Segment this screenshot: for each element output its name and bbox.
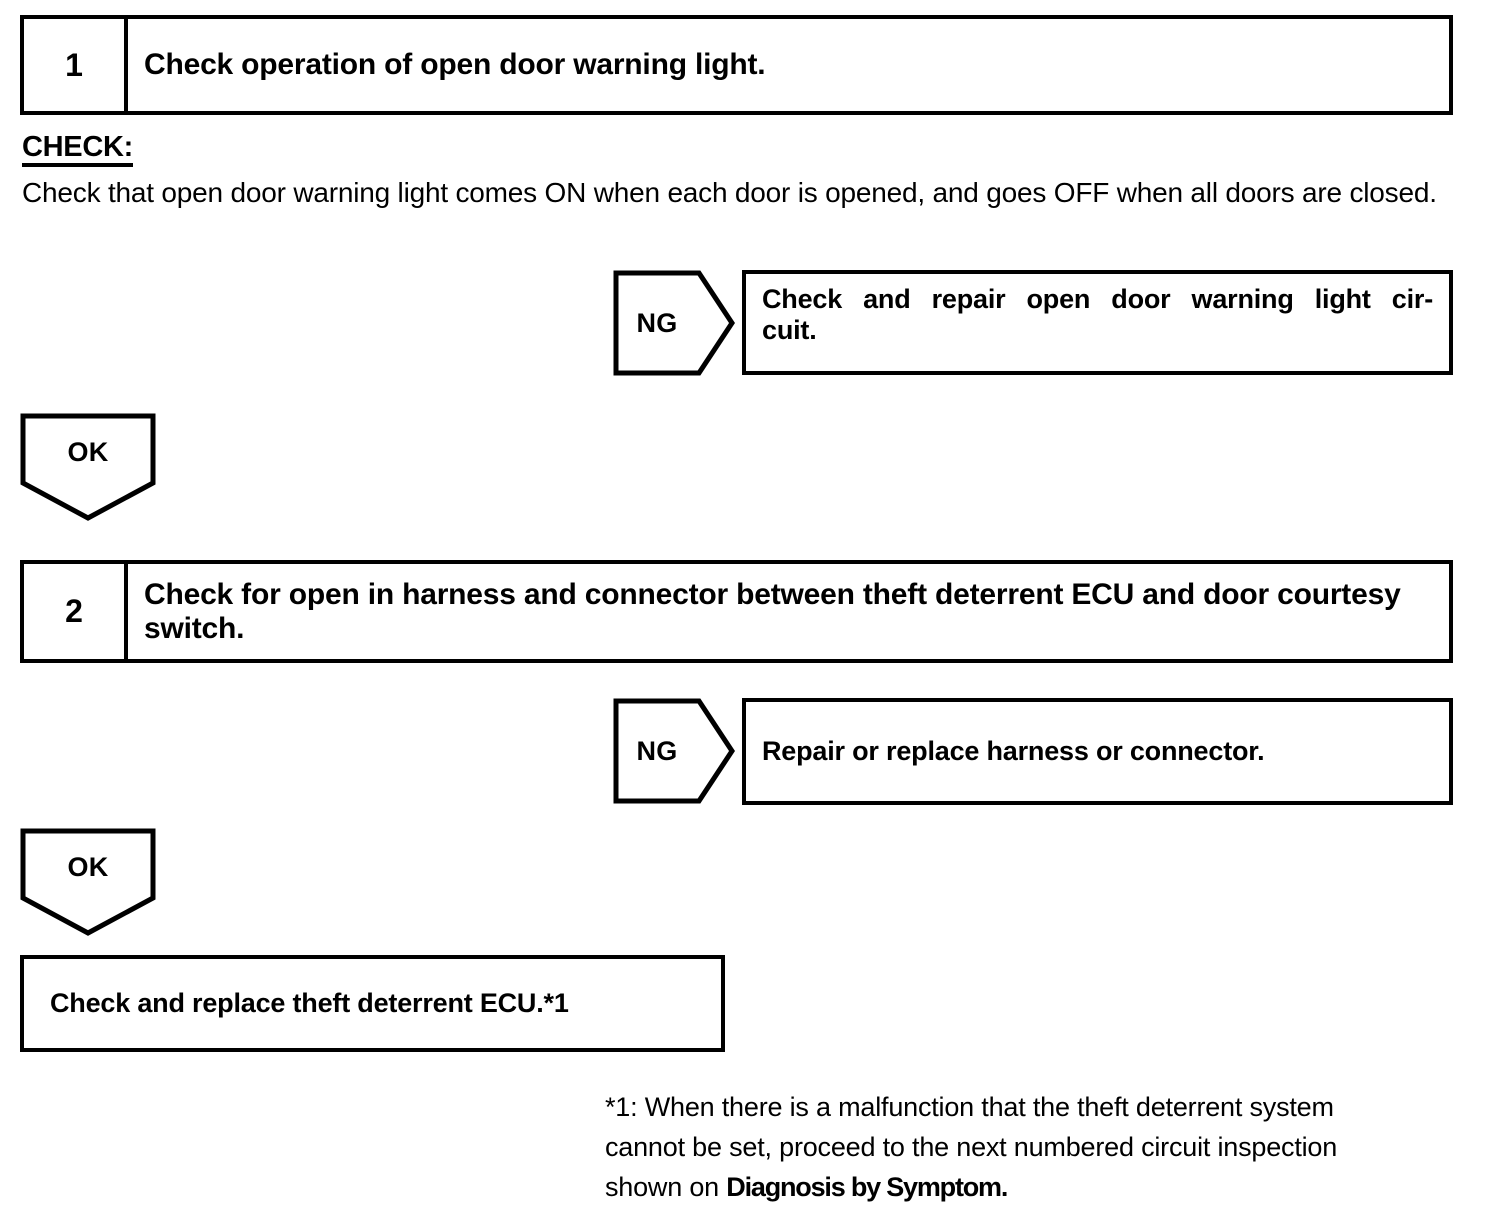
footnote-line-3-prefix: shown on xyxy=(605,1171,727,1202)
step-2-number: 2 xyxy=(24,564,128,659)
step-2-title: Check for open in harness and connector … xyxy=(144,577,1401,645)
footnote-line-2: cannot be set, proceed to the next numbe… xyxy=(605,1131,1338,1162)
footnote-line-1: *1: When there is a malfunction that the… xyxy=(605,1092,1334,1122)
step-1-title: Check operation of open door warning lig… xyxy=(144,48,766,82)
ng-arrow-1-label: NG xyxy=(636,307,678,338)
footnote: *1: When there is a malfunction that the… xyxy=(605,1088,1485,1208)
footnote-line-3: shown on Diagnosis by Symptom. xyxy=(605,1168,1485,1208)
conclusion-box[interactable]: Check and replace theft deterrent ECU.*1 xyxy=(20,955,725,1052)
ng-result-box-1[interactable]: Check and repair open door warning light… xyxy=(742,270,1453,375)
check-body-text: Check that open door warning light comes… xyxy=(22,177,1437,208)
check-heading: CHECK: xyxy=(22,133,133,167)
ng-result-box-2[interactable]: Repair or replace harness or connector. xyxy=(742,698,1453,805)
ng-arrow-1: NG xyxy=(613,270,735,376)
ng-result-1-line2: cuit. xyxy=(762,314,817,345)
ok-arrow-2-label: OK xyxy=(67,851,109,882)
footnote-reference-diagnosis-by-symptom: Diagnosis by Symptom. xyxy=(726,1171,1008,1202)
ng-arrow-2-label: NG xyxy=(636,735,678,766)
ng-result-1-line1: Check and repair open door warning light… xyxy=(762,284,1433,314)
ok-arrow-1: OK xyxy=(20,413,156,521)
step-1-number: 1 xyxy=(24,19,128,111)
ok-arrow-1-label: OK xyxy=(67,436,109,467)
step-2-box[interactable]: 2 Check for open in harness and connecto… xyxy=(20,560,1453,663)
ng-arrow-2: NG xyxy=(613,698,735,804)
step-1-box[interactable]: 1 Check operation of open door warning l… xyxy=(20,15,1453,115)
ok-arrow-2: OK xyxy=(20,828,156,936)
